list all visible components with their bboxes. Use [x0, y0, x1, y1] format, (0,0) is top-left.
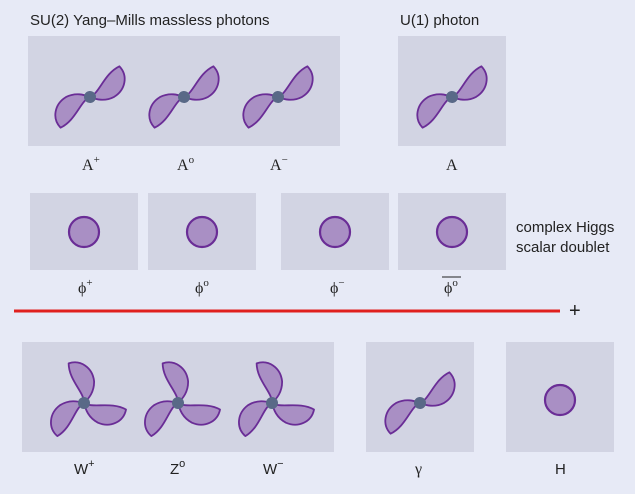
- label-a-minus: A−: [270, 154, 288, 174]
- label-h: H: [555, 461, 566, 478]
- plus-sign: +: [569, 300, 581, 322]
- label-phi-minus: ϕ−: [330, 277, 345, 297]
- u1-header: U(1) photon: [400, 12, 479, 29]
- label-a-plus: A+: [82, 154, 100, 174]
- label-gamma: γ: [414, 461, 422, 478]
- higgs-side-label-2: scalar doublet: [516, 239, 610, 256]
- su2-header: SU(2) Yang–Mills massless photons: [30, 12, 270, 29]
- label-phi-zero-bar: ϕo: [444, 277, 458, 297]
- scalar-icon: [185, 215, 219, 249]
- label-a-zero: Ao: [177, 154, 195, 174]
- scalar-icon: [435, 215, 469, 249]
- scalar-icon: [318, 215, 352, 249]
- label-a: A: [446, 157, 458, 174]
- higgs-side-label-1: complex Higgs: [516, 219, 614, 236]
- label-w-minus: W−: [263, 458, 284, 478]
- scalar-icon-h: [543, 383, 577, 417]
- scalar-icon: [67, 215, 101, 249]
- label-phi-plus: ϕ+: [78, 277, 93, 297]
- label-w-plus: W+: [74, 458, 95, 478]
- label-z: Zo: [170, 458, 185, 478]
- label-phi-zero: ϕo: [195, 277, 209, 297]
